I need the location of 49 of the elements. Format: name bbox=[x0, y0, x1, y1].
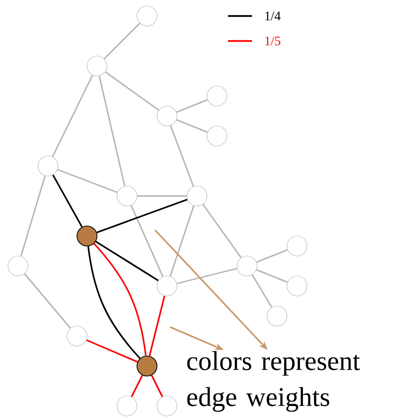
graph-edge bbox=[104, 22, 140, 60]
vertex-circle bbox=[156, 396, 178, 416]
vertex-circle bbox=[38, 156, 58, 176]
graph-edge bbox=[86, 339, 138, 363]
vertex-circle bbox=[86, 56, 108, 76]
graph-edge bbox=[52, 74, 94, 158]
graph-edge bbox=[176, 119, 208, 133]
graph-edge bbox=[252, 274, 272, 308]
vertex-circle bbox=[266, 306, 288, 326]
graph-edge bbox=[104, 71, 160, 111]
vertex-circle bbox=[136, 6, 158, 26]
graph-edge bbox=[57, 169, 118, 193]
graph-edge bbox=[150, 374, 164, 398]
graph-edge bbox=[130, 374, 144, 398]
caption-text: colors represent edge weights bbox=[187, 351, 360, 412]
legend-label: 1/5 bbox=[265, 36, 280, 46]
graph-edge bbox=[93, 243, 147, 356]
graph-edge bbox=[148, 296, 166, 356]
graph-edge bbox=[170, 125, 194, 187]
highlighted-vertex bbox=[76, 226, 98, 246]
vertex-circle bbox=[66, 326, 88, 346]
graph-edge bbox=[137, 195, 187, 197]
graph-edge bbox=[52, 174, 83, 228]
vertex-circle bbox=[286, 276, 308, 296]
graph-edge bbox=[256, 249, 288, 263]
graph-edge bbox=[176, 99, 208, 113]
vertex-circle bbox=[116, 396, 138, 416]
graph-edge bbox=[87, 246, 141, 359]
vertex-circle bbox=[156, 276, 178, 296]
vertex-circle bbox=[8, 256, 28, 276]
graph-edge bbox=[130, 205, 164, 277]
vertex-circle bbox=[186, 186, 208, 206]
vertex-circle bbox=[156, 106, 178, 126]
vertex-circle bbox=[116, 186, 138, 206]
graph-edge bbox=[24, 273, 71, 329]
vertex-circle bbox=[286, 236, 308, 256]
graph-edge bbox=[98, 76, 126, 186]
graph-edge bbox=[256, 269, 288, 283]
legend-label: 1/4 bbox=[265, 12, 281, 20]
vertex-circle bbox=[206, 86, 228, 106]
vertex-circle bbox=[206, 126, 228, 146]
highlighted-vertex bbox=[136, 356, 158, 376]
graph-edge bbox=[202, 204, 242, 258]
graph-edge bbox=[170, 206, 194, 276]
graph-edge bbox=[20, 176, 46, 256]
graph-edge bbox=[176, 268, 238, 284]
graph-edge bbox=[95, 240, 159, 282]
vertex-circle bbox=[236, 256, 258, 276]
graph-edge bbox=[96, 198, 188, 234]
